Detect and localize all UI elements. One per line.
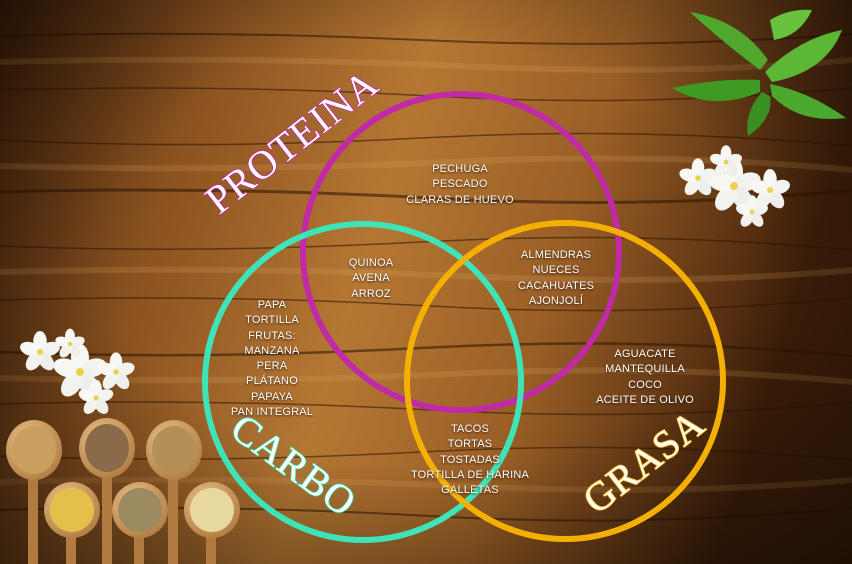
item: AGUACATE [614,348,676,360]
region-proteina-carbo: QUINOA AVENA ARROZ [330,256,412,302]
item: QUINOA [348,257,394,269]
item: PAPA [257,299,287,311]
circle-carbo [202,221,524,543]
item: PAPAYA [251,390,293,403]
item: MANZANA [244,344,300,357]
item: PERA [256,360,288,373]
item: COCO [628,378,662,391]
item: ACEITE DE OLIVO [596,393,694,406]
item: GALLETAS [441,484,499,497]
circle-grasa [404,220,726,542]
item: TORTILLA [245,314,299,327]
circle-proteina [300,91,622,413]
item: PECHUGA [432,163,488,175]
item: TORTILLA DE HARINA [410,468,530,481]
item: PLÁTANO [246,375,298,388]
item: AVENA [352,272,390,285]
jasmine-flowers-image [679,145,790,227]
region-carbo: PAPA TORTILLA FRUTAS: MANZANA PERA PLÁTA… [222,298,322,420]
mint-leaves-image [672,9,846,136]
item: TOSTADAS [440,453,500,466]
item: ARROZ [351,287,391,300]
item: CACAHUATES [517,279,595,292]
jasmine-flowers-left-image [20,328,135,414]
region-proteina-grasa: ALMENDRAS NUECES CACAHUATES AJONJOLÍ [500,248,612,309]
item: AJONJOLÍ [528,294,584,307]
item: PESCADO [432,178,488,191]
item: CLARAS DE HUEVO [406,193,514,206]
item: TACOS [450,423,490,435]
item: TORTAS [447,438,493,451]
item: PAN INTEGRAL [230,406,314,419]
item: ALMENDRAS [520,249,592,261]
region-carbo-grasa: TACOS TORTAS TOSTADAS TORTILLA DE HARINA… [400,422,540,498]
region-proteina: PECHUGA PESCADO CLARAS DE HUEVO [380,162,540,208]
item: NUECES [532,264,580,277]
wooden-spoons-grains-image [6,418,240,564]
item: MANTEQUILLA [605,363,685,376]
region-grasa: AGUACATE MANTEQUILLA COCO ACEITE DE OLIV… [590,347,700,408]
item: FRUTAS: [248,329,296,342]
